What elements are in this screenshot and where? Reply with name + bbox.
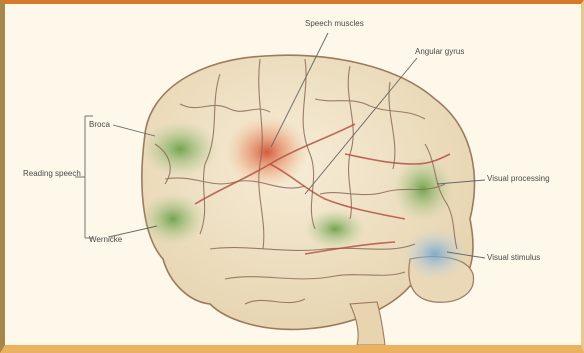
label-right-lower: Visual stimulus	[487, 253, 540, 262]
label-top-right: Angular gyrus	[415, 47, 464, 56]
green-patch-frontal	[142, 121, 218, 177]
label-upper: Broca	[89, 120, 110, 129]
label-right-upper: Visual processing	[487, 174, 550, 183]
red-patch-motor	[225, 116, 309, 188]
brain-diagram: Speech muscles Angular gyrus Broca Readi…	[5, 4, 581, 345]
green-patch-frontal-low	[141, 193, 205, 245]
label-side-line1: Reading speech	[23, 169, 81, 178]
label-top-left: Speech muscles	[305, 19, 364, 28]
brain-illustration	[141, 55, 474, 345]
green-patch-temporal	[305, 209, 365, 249]
label-lower: Wernicke	[89, 235, 123, 244]
